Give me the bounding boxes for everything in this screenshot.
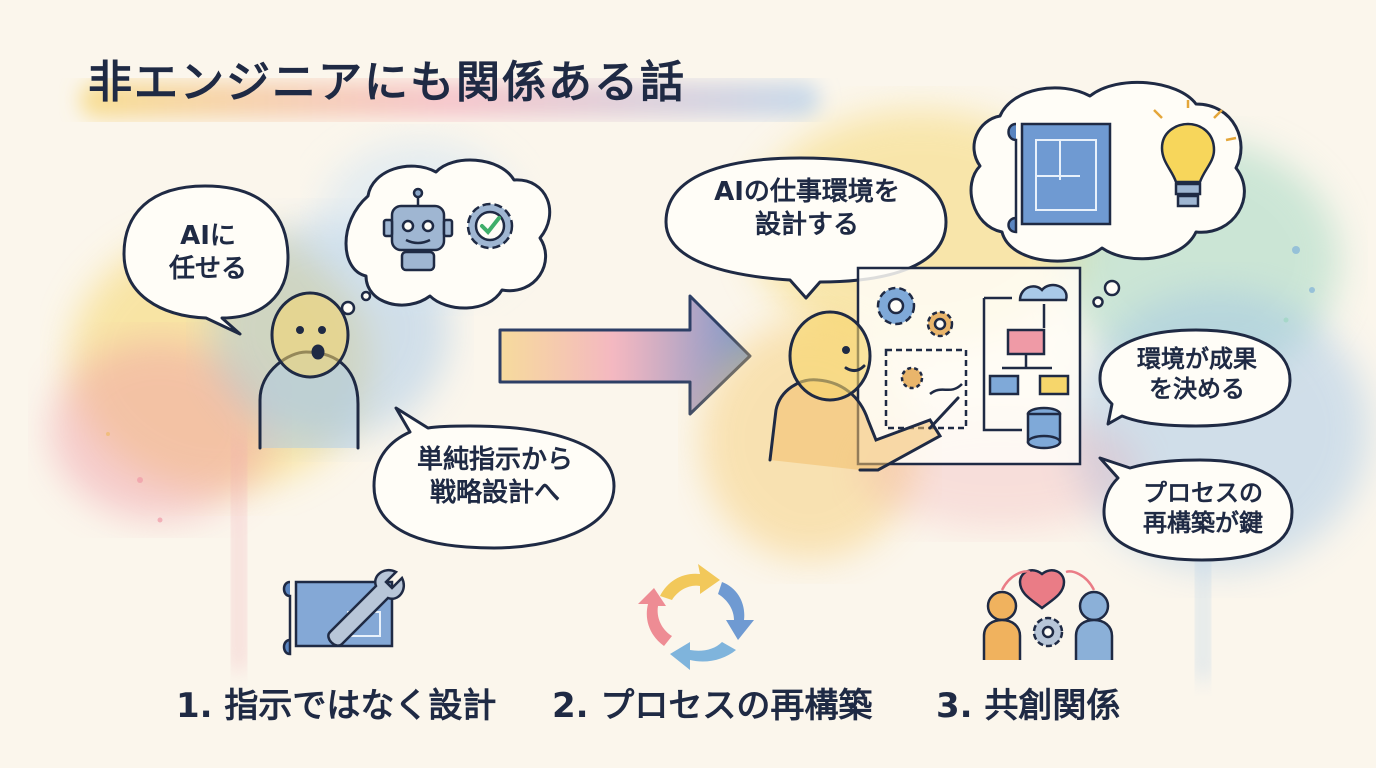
speech-text-left-bottom: 単純指示から 戦略設計へ: [380, 444, 610, 509]
speech-line: AIの仕事環境を: [714, 177, 900, 207]
speech-text-right-2: プロセスの 再構築が鍵: [1118, 478, 1288, 538]
blueprint-icon: [1007, 122, 1112, 234]
speech-line: 戦略設計へ: [429, 477, 560, 508]
speech-bubble-left-bottom: [372, 406, 616, 550]
speech-bubble-right-2: [1098, 456, 1294, 562]
caption-1: 1. 指示ではなく設計: [176, 686, 497, 726]
gear-check-icon: [466, 202, 514, 250]
speech-line: 単純指示から: [416, 445, 573, 475]
person-right: [768, 310, 960, 472]
speech-line: 環境が成果: [1137, 345, 1257, 373]
person-left: [258, 291, 360, 450]
speech-line: 再構築が鍵: [1143, 509, 1263, 537]
people-heart-icon: [982, 569, 1114, 660]
speech-bubble-left: [122, 184, 290, 336]
speech-line: AIに: [180, 221, 236, 251]
speech-text-right-1: 環境が成果 を決める: [1112, 344, 1282, 404]
speech-bubble-center: [664, 156, 948, 300]
page-title: 非エンジニアにも関係ある話: [88, 57, 686, 108]
caption-2: 2. プロセスの再構築: [552, 686, 873, 726]
speech-bubble-right-1: [1098, 328, 1292, 428]
speech-line: 設計する: [754, 209, 859, 240]
speech-text-left: AIに 任せる: [136, 220, 280, 285]
speech-line: 任せる: [168, 253, 247, 284]
strategy-board: [856, 266, 1082, 466]
blueprint-wrench-icon: [282, 569, 405, 656]
lightbulb-icon: [1153, 100, 1237, 208]
speech-line: プロセスの: [1143, 479, 1263, 507]
robot-icon: [382, 187, 454, 272]
speech-text-center: AIの仕事環境を 設計する: [680, 176, 934, 241]
speech-line: を決める: [1149, 375, 1245, 403]
caption-3: 3. 共創関係: [936, 686, 1121, 726]
cycle-arrows-icon: [638, 564, 754, 670]
